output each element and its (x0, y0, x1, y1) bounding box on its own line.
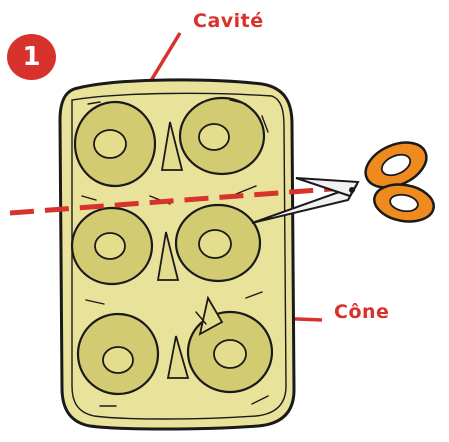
tray-cup (72, 208, 152, 284)
tray-cup (78, 314, 158, 394)
tray-cup (180, 98, 264, 174)
tray-cup (176, 205, 260, 281)
cone-label: Cône (334, 301, 389, 323)
cavity-label: Cavité (193, 10, 264, 32)
tray-cup (188, 312, 272, 392)
tray-cup (75, 102, 155, 186)
egg-carton-tray (60, 80, 294, 429)
